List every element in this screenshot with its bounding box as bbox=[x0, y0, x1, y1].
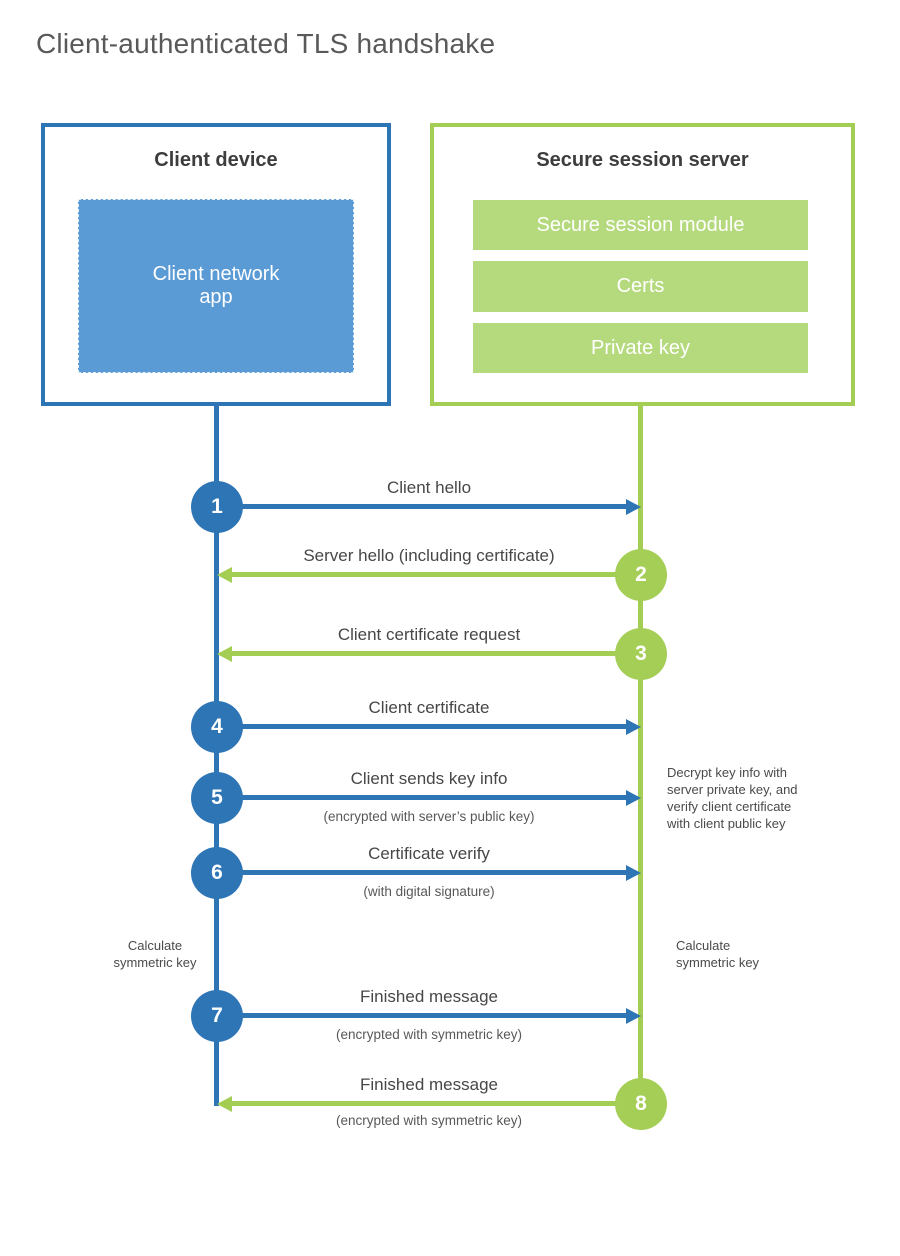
step-6-label: Certificate verify bbox=[368, 844, 490, 863]
secure-session-server-title: Secure session server bbox=[536, 149, 749, 171]
step-3-arrowhead-icon bbox=[217, 646, 232, 662]
step-7-badge: 7 bbox=[191, 990, 243, 1042]
step-3-badge: 3 bbox=[615, 628, 667, 680]
step-8-label: Finished message bbox=[360, 1075, 498, 1094]
step-3-label: Client certificate request bbox=[337, 625, 521, 644]
step-2-arrowhead-icon bbox=[217, 567, 232, 583]
step-6-badge: 6 bbox=[191, 847, 243, 899]
step-4-arrow-line bbox=[217, 724, 626, 729]
server-lifeline bbox=[638, 405, 643, 1127]
step-4-label: Client certificate bbox=[368, 698, 490, 717]
server-module-private-key: Private key bbox=[473, 323, 808, 373]
step-5-arrow-line bbox=[217, 795, 626, 800]
step-8-sublabel: (encrypted with symmetric key) bbox=[335, 1113, 523, 1128]
secure-session-server-box: Secure session server Secure session mod… bbox=[430, 123, 855, 406]
step-6-arrow-line bbox=[217, 870, 626, 875]
step-1-badge: 1 bbox=[191, 481, 243, 533]
step-8-badge: 8 bbox=[615, 1078, 667, 1130]
step-4-arrowhead-icon bbox=[626, 719, 641, 735]
step-7-arrow-line bbox=[217, 1013, 626, 1018]
client-device-title: Client device bbox=[154, 149, 278, 171]
step-2-arrow-line bbox=[232, 572, 641, 577]
step-8-arrow-line bbox=[232, 1101, 641, 1106]
client-lifeline bbox=[214, 405, 219, 1106]
page-title: Client-authenticated TLS handshake bbox=[36, 28, 496, 59]
client-network-app-box: Client network app bbox=[78, 199, 354, 373]
step-3-arrow-line bbox=[232, 651, 641, 656]
step-4-badge: 4 bbox=[191, 701, 243, 753]
step-2-label: Server hello (including certificate) bbox=[303, 546, 555, 565]
step-7-arrowhead-icon bbox=[626, 1008, 641, 1024]
step-1-arrow-line bbox=[217, 504, 626, 509]
step-5-sublabel: (encrypted with server’s public key) bbox=[323, 809, 535, 824]
decrypt-key-note: Decrypt key info with server private key… bbox=[667, 765, 798, 831]
client-device-box: Client device Client network app bbox=[41, 123, 391, 406]
step-7-sublabel: (encrypted with symmetric key) bbox=[335, 1027, 523, 1042]
step-2-badge: 2 bbox=[615, 549, 667, 601]
server-module-certs: Certs bbox=[473, 261, 808, 312]
step-1-arrowhead-icon bbox=[626, 499, 641, 515]
calculate-symmetric-key-note-client: Calculate symmetric key bbox=[113, 938, 197, 970]
step-8-arrowhead-icon bbox=[217, 1096, 232, 1112]
step-5-label: Client sends key info bbox=[350, 769, 508, 788]
step-1-label: Client hello bbox=[386, 478, 472, 497]
step-5-arrowhead-icon bbox=[626, 790, 641, 806]
step-6-sublabel: (with digital signature) bbox=[363, 884, 495, 899]
server-module-secure-session: Secure session module bbox=[473, 200, 808, 250]
step-7-label: Finished message bbox=[360, 987, 498, 1006]
step-5-badge: 5 bbox=[191, 772, 243, 824]
calculate-symmetric-key-note-server: Calculate symmetric key bbox=[676, 938, 760, 970]
step-6-arrowhead-icon bbox=[626, 865, 641, 881]
